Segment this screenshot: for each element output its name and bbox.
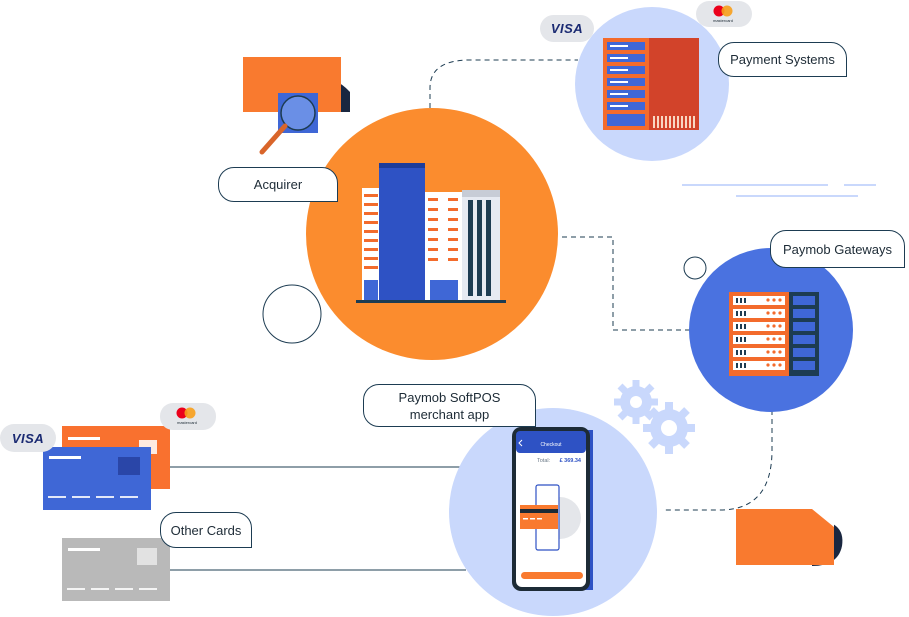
- grey-other-card: [62, 538, 170, 601]
- label-gateways: Paymob Gateways: [770, 230, 905, 268]
- visa-logo-left: VISA: [11, 430, 45, 446]
- deco-ring-small: [683, 256, 707, 280]
- softpos-node: Checkout Total: £ 369.34: [449, 408, 657, 616]
- blue-bank-card: [43, 447, 151, 510]
- label-softpos: Paymob SoftPOS merchant app: [363, 384, 536, 427]
- payment-systems-node: [575, 7, 729, 161]
- gateways-node: [689, 248, 853, 412]
- mastercard-logo-left: [160, 403, 216, 430]
- mastercard-logo-top: [696, 1, 752, 27]
- label-other-cards-text: Other Cards: [170, 522, 242, 538]
- phone-total-value: £ 369.34: [560, 458, 582, 464]
- label-softpos-line2: merchant app: [409, 406, 490, 422]
- connector-acquirer-gateways: [562, 236, 695, 331]
- label-acquirer: Acquirer: [218, 167, 338, 202]
- mastercard-wordmark-top: mastercard: [713, 18, 733, 23]
- speed-lines: [682, 184, 876, 197]
- deco-ring-large: [262, 284, 322, 344]
- phone-total-label: Total:: [537, 458, 551, 464]
- server-rack-icon: [603, 38, 699, 130]
- connector-gateways-softpos: [662, 410, 773, 511]
- label-acquirer-text: Acquirer: [253, 177, 303, 192]
- smartphone-icon: Checkout Total: £ 369.34: [512, 427, 593, 591]
- visa-badge-top: VISA: [540, 15, 594, 42]
- label-payment-systems: Payment Systems: [718, 42, 847, 77]
- phone-screen-title: Checkout: [540, 442, 562, 448]
- gateway-server-icon: [729, 292, 819, 376]
- label-gateways-text: Paymob Gateways: [782, 241, 893, 257]
- visa-logo-top: VISA: [550, 21, 584, 36]
- folder-icon: [736, 509, 843, 566]
- search-folder-icon: [243, 57, 350, 155]
- mastercard-wordmark-left: mastercard: [177, 420, 197, 425]
- label-payment-systems-text: Payment Systems: [730, 52, 835, 67]
- bank-building-icon: [356, 163, 506, 303]
- gears-icon: [614, 380, 695, 454]
- connectors: [170, 59, 773, 571]
- connector-acquirer-payment-systems: [429, 59, 578, 108]
- label-softpos-line1: Paymob SoftPOS: [398, 389, 501, 405]
- visa-badge-left: VISA: [0, 424, 56, 452]
- label-other-cards: Other Cards: [160, 512, 252, 548]
- acquirer-node: [306, 108, 558, 360]
